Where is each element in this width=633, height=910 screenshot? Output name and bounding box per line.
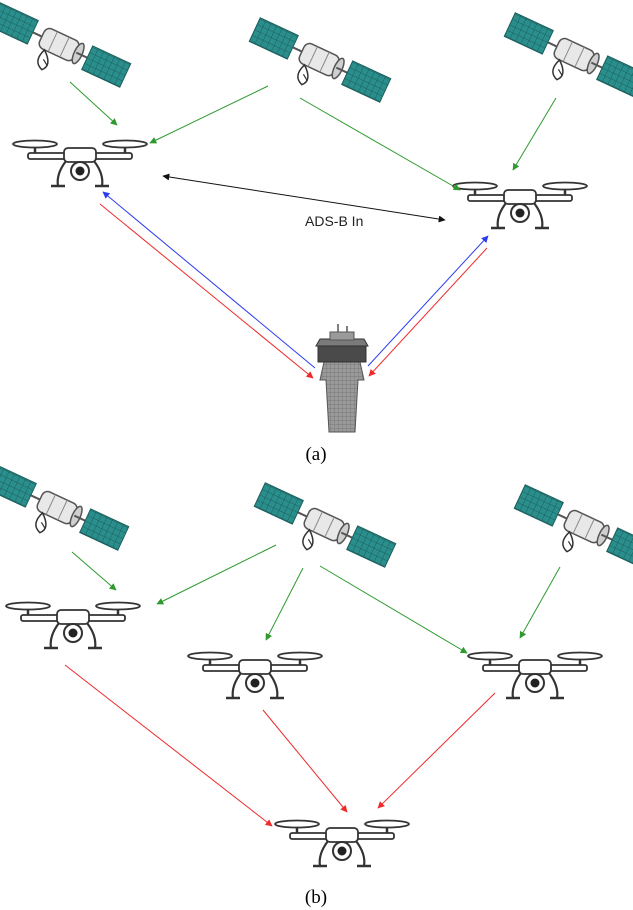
panel-a-caption: (a) <box>305 444 326 465</box>
drone-icon <box>186 651 324 700</box>
panel-b: (b) <box>0 464 633 908</box>
satellite-link-arrow <box>71 551 117 591</box>
downlink-arrow <box>377 692 496 809</box>
satellite-link-arrow <box>149 85 269 144</box>
drone-icon <box>466 651 604 700</box>
satellite-link-arrow <box>319 565 468 654</box>
satellite-link-arrow <box>299 97 461 191</box>
satellite-link-arrow <box>69 81 118 126</box>
satellite-icon <box>506 483 633 586</box>
satellite-link-arrow <box>512 97 557 171</box>
panel-b-caption: (b) <box>305 887 327 908</box>
satellite-link-arrow <box>519 566 561 639</box>
downlink-arrow <box>368 247 488 377</box>
uplink-arrow <box>367 235 489 367</box>
panel-a: ADS-B In (a) <box>0 1 633 465</box>
satellite-icon <box>241 16 392 119</box>
satellite-icon <box>496 11 633 114</box>
uplink-arrow <box>102 191 316 369</box>
drone-icon <box>11 139 149 188</box>
drone-icon <box>4 601 142 650</box>
satellite-icon <box>246 481 397 584</box>
downlink-arrow <box>99 203 314 379</box>
downlink-arrow <box>262 709 348 813</box>
adsb-link-arrow <box>162 173 446 223</box>
drone-icon <box>273 819 411 868</box>
control-tower-icon <box>315 324 369 433</box>
satellite-link-arrow <box>265 567 304 641</box>
downlink-arrow <box>64 664 273 827</box>
satellite-link-arrow <box>156 544 277 605</box>
adsb-label: ADS-B In <box>305 213 363 229</box>
satellite-icon <box>0 1 132 104</box>
satellite-icon <box>0 464 130 567</box>
drone-icon <box>451 181 589 230</box>
